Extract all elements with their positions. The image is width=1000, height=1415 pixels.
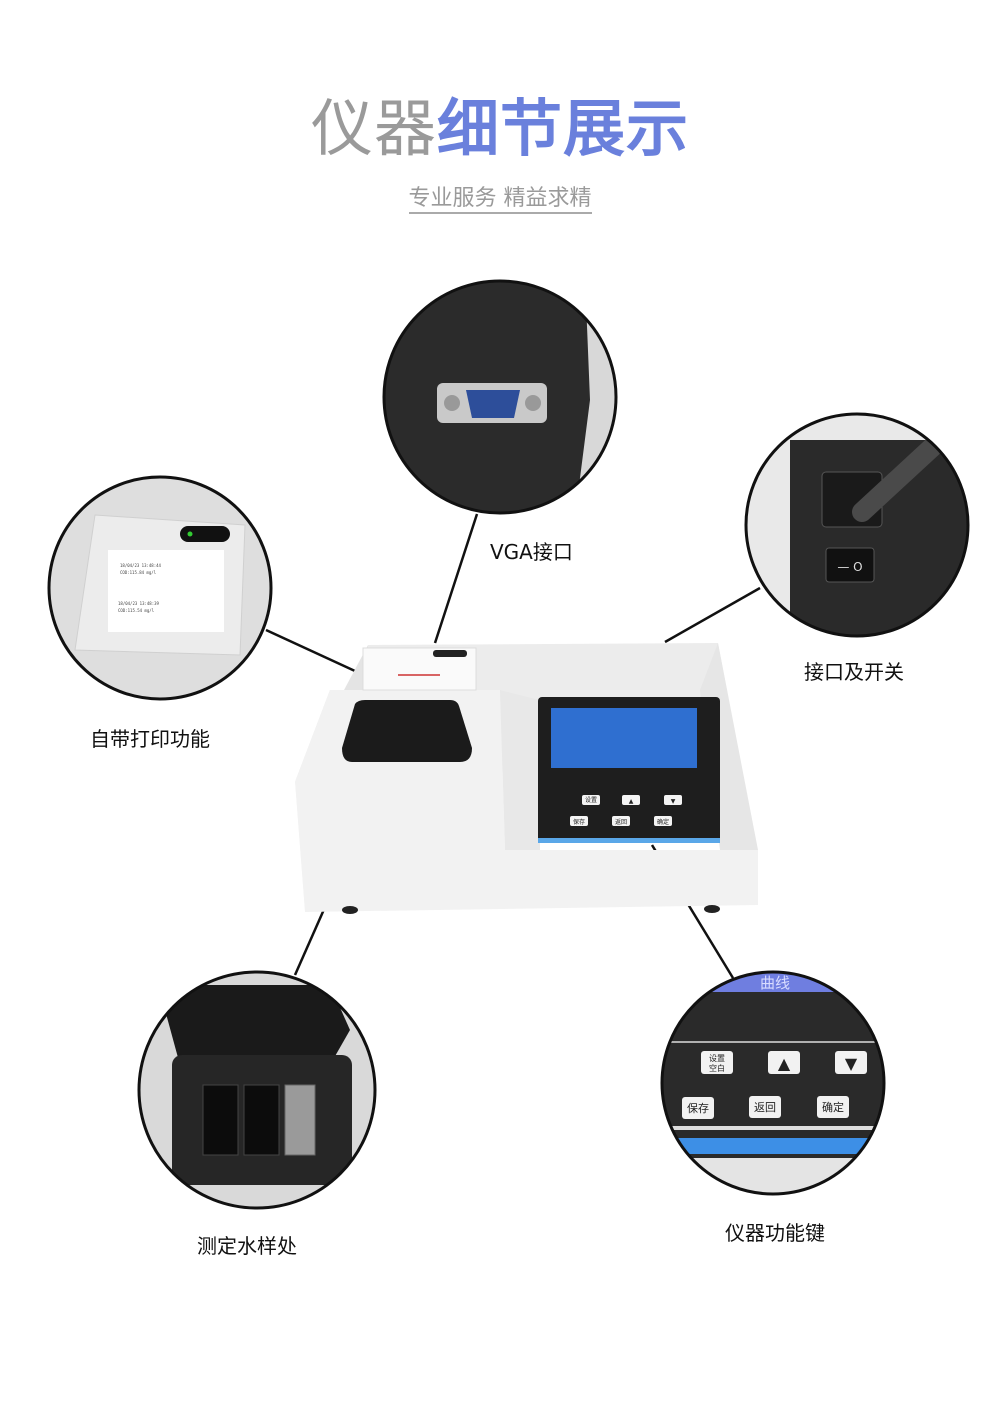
vga-detail-photo (384, 281, 616, 513)
key-down-icon: ▼ (845, 1054, 858, 1073)
small-key-up: ▲ (629, 798, 634, 805)
instrument: 设置 ▲ ▼ 保存 返回 确定 (295, 643, 758, 914)
subtitle-text: 专业服务 精益求精 (408, 186, 592, 214)
callout-vga: VGA接口 (490, 540, 573, 564)
callout-power: 接口及开关 (804, 660, 904, 684)
key-blank-label: 空白 (709, 1063, 725, 1073)
key-setup-label: 设置 (709, 1053, 725, 1063)
printer-detail-photo: 18/04/23 13:48:44 COD:115.84 mg/l 18/04/… (49, 477, 271, 699)
receipt-line: COD:115.84 mg/l (120, 570, 157, 575)
callout-keys: 仪器功能键 (725, 1221, 825, 1245)
receipt-line: 18/04/23 13:48:44 (120, 563, 162, 568)
svg-text:— O: — O (837, 560, 862, 574)
callout-printer: 自带打印功能 (90, 727, 210, 751)
callout-sample: 测定水样处 (197, 1234, 297, 1258)
small-key-setup: 设置 (585, 796, 597, 804)
sample-chamber-detail-photo (139, 972, 375, 1208)
title-gray: 仪器 (310, 92, 437, 165)
receipt-line: 18/04/23 13:48:39 (118, 601, 160, 606)
page-title: 仪器细节展示 (0, 92, 1000, 166)
key-save: 保存 (687, 1101, 709, 1115)
key-up-icon: ▲ (778, 1054, 791, 1073)
receipt-line: COD:115.54 mg/l (118, 608, 155, 613)
small-key-back: 返回 (615, 819, 627, 826)
small-key-confirm: 确定 (657, 818, 669, 826)
small-key-down: ▼ (671, 798, 676, 805)
key-confirm: 确定 (822, 1100, 844, 1114)
key-back: 返回 (754, 1101, 776, 1114)
small-key-save: 保存 (573, 818, 585, 826)
power-switch-detail-photo: — O (746, 414, 968, 636)
subtitle: 专业服务 精益求精 (0, 180, 1000, 214)
screen-text: 曲线 (760, 974, 790, 992)
title-blue: 细节展示 (437, 92, 690, 165)
